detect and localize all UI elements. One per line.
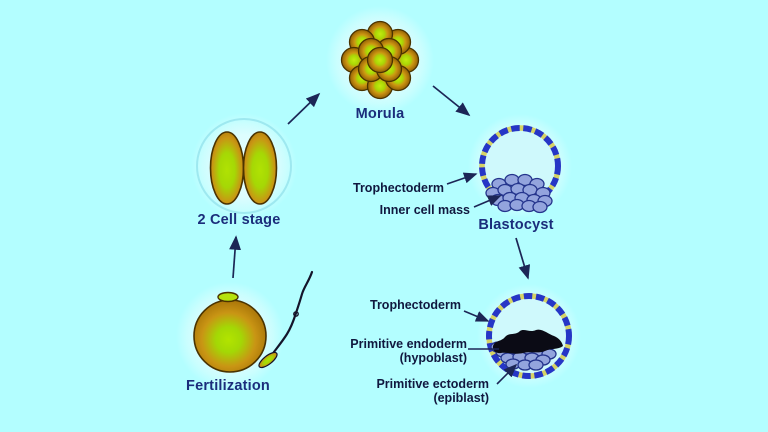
pointer-trophectoderm-upper bbox=[446, 172, 478, 185]
morula-label: Morula bbox=[355, 106, 405, 122]
pointer-primitive-ectoderm bbox=[496, 363, 518, 385]
arrow-morula-to-blastocyst bbox=[432, 85, 471, 117]
flow-arrows bbox=[229, 85, 531, 280]
annotation-pointers bbox=[446, 172, 518, 385]
two-cell-stage-label: 2 Cell stage bbox=[197, 212, 281, 228]
blastocyst-label: Blastocyst bbox=[478, 217, 554, 233]
primitive-endoderm-line2: (hypoblast) bbox=[399, 351, 467, 365]
primitive-ectoderm-line2: (epiblast) bbox=[433, 391, 489, 405]
two-cell-embryo bbox=[196, 118, 292, 214]
morula-cells bbox=[340, 20, 420, 100]
primitive-endoderm-layer bbox=[492, 329, 563, 354]
primitive-ectoderm-line1: Primitive ectoderm bbox=[376, 377, 489, 391]
arrow-blastocyst-to-late-blastocyst bbox=[515, 237, 531, 280]
primitive-endoderm-line1: Primitive endoderm bbox=[350, 337, 467, 351]
primitive-ectoderm-label: Primitive ectoderm (epiblast) bbox=[319, 377, 489, 405]
inner-cell-mass-label: Inner cell mass bbox=[379, 203, 470, 217]
arrow-fertilization-to-two-cell bbox=[229, 235, 242, 279]
sperm-icon bbox=[258, 270, 314, 369]
fertilization-label: Fertilization bbox=[186, 378, 270, 394]
trophectoderm-upper-label: Trophectoderm bbox=[353, 181, 444, 195]
pointer-trophectoderm-lower bbox=[463, 310, 490, 322]
pointer-inner-cell-mass bbox=[473, 195, 502, 208]
polar-body bbox=[217, 291, 239, 303]
fertilized-egg bbox=[193, 291, 267, 373]
primitive-endoderm-label: Primitive endoderm (hypoblast) bbox=[297, 337, 467, 365]
arrow-two-cell-to-morula bbox=[287, 92, 321, 125]
trophectoderm-lower-label: Trophectoderm bbox=[370, 298, 461, 312]
